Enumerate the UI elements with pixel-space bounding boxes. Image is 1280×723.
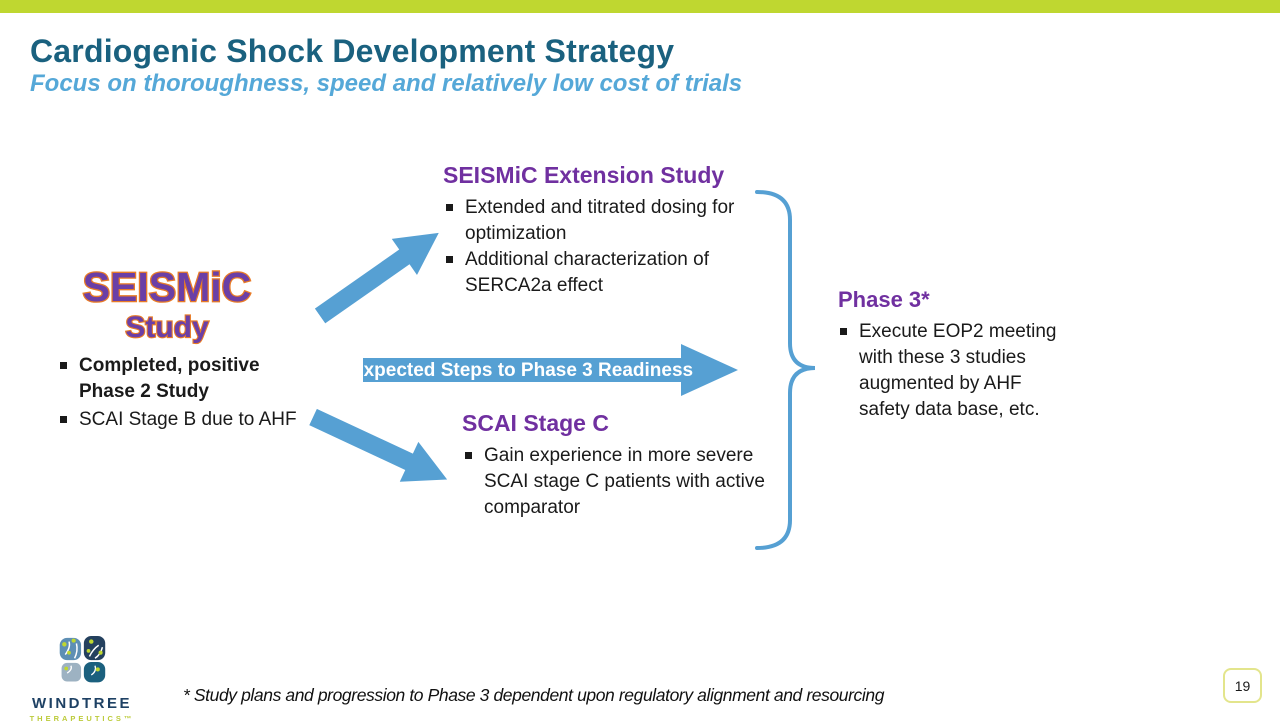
seismic-bullet-1: Completed, positive Phase 2 Study — [79, 355, 260, 402]
scai-stage-c-bullet-list: Gain experience in more severe SCAI stag… — [465, 443, 777, 521]
seismic-logo-line2: Study — [125, 311, 209, 344]
list-item: Extended and titrated dosing for optimiz… — [446, 195, 736, 247]
footnote: * Study plans and progression to Phase 3… — [183, 685, 885, 705]
windtree-tree-icon — [59, 636, 106, 683]
bullet-square-icon — [840, 328, 847, 335]
bullet-square-icon — [60, 416, 67, 423]
seismic-bullet-2: SCAI Stage B due to AHF — [79, 409, 297, 430]
list-item: Additional characterization of SERCA2a e… — [446, 247, 736, 299]
list-item: SCAI Stage B due to AHF — [60, 407, 308, 433]
bullet-square-icon — [446, 256, 453, 263]
windtree-logo: WINDTREE THERAPEUTICS™ — [22, 636, 142, 723]
seismic-logo-line1: SEISMiC — [83, 264, 252, 310]
bullet-square-icon — [60, 362, 67, 369]
phase3-bullet-list: Execute EOP2 meeting with these 3 studie… — [840, 319, 1058, 423]
bullet-square-icon — [465, 452, 472, 459]
scai-bullet-1: Gain experience in more severe SCAI stag… — [484, 445, 765, 518]
windtree-tagline: THERAPEUTICS™ — [29, 714, 135, 723]
phase3-heading: Phase 3* — [838, 287, 930, 312]
list-item: Execute EOP2 meeting with these 3 studie… — [840, 319, 1058, 423]
top-accent-bar — [0, 0, 1280, 13]
arrow-to-scai-stage-c — [309, 408, 448, 482]
phase3-readiness-arrow — [363, 344, 738, 396]
scai-stage-c-heading: SCAI Stage C — [462, 410, 609, 436]
extension-bullet-2: Additional characterization of SERCA2a e… — [465, 249, 709, 296]
bullet-square-icon — [446, 204, 453, 211]
list-item: Gain experience in more severe SCAI stag… — [465, 443, 777, 521]
extension-study-bullet-list: Extended and titrated dosing for optimiz… — [446, 195, 736, 299]
slide-title: Cardiogenic Shock Development Strategy — [30, 33, 675, 69]
extension-bullet-1: Extended and titrated dosing for optimiz… — [465, 197, 735, 244]
slide-subtitle: Focus on thoroughness, speed and relativ… — [30, 70, 743, 97]
page-number: 19 — [1223, 668, 1262, 703]
seismic-study-logo: SEISMiC Study — [81, 263, 252, 345]
list-item: Completed, positive Phase 2 Study — [60, 353, 308, 405]
windtree-name: WINDTREE — [32, 695, 132, 712]
phase3-readiness-label: Expected Steps to Phase 3 Readiness — [350, 359, 694, 381]
grouping-brace — [755, 190, 816, 550]
seismic-study-bullet-list: Completed, positive Phase 2 Study SCAI S… — [60, 353, 308, 435]
phase3-bullet-1: Execute EOP2 meeting with these 3 studie… — [859, 321, 1057, 420]
arrow-to-extension-study — [314, 232, 439, 324]
extension-study-heading: SEISMiC Extension Study — [443, 162, 725, 188]
